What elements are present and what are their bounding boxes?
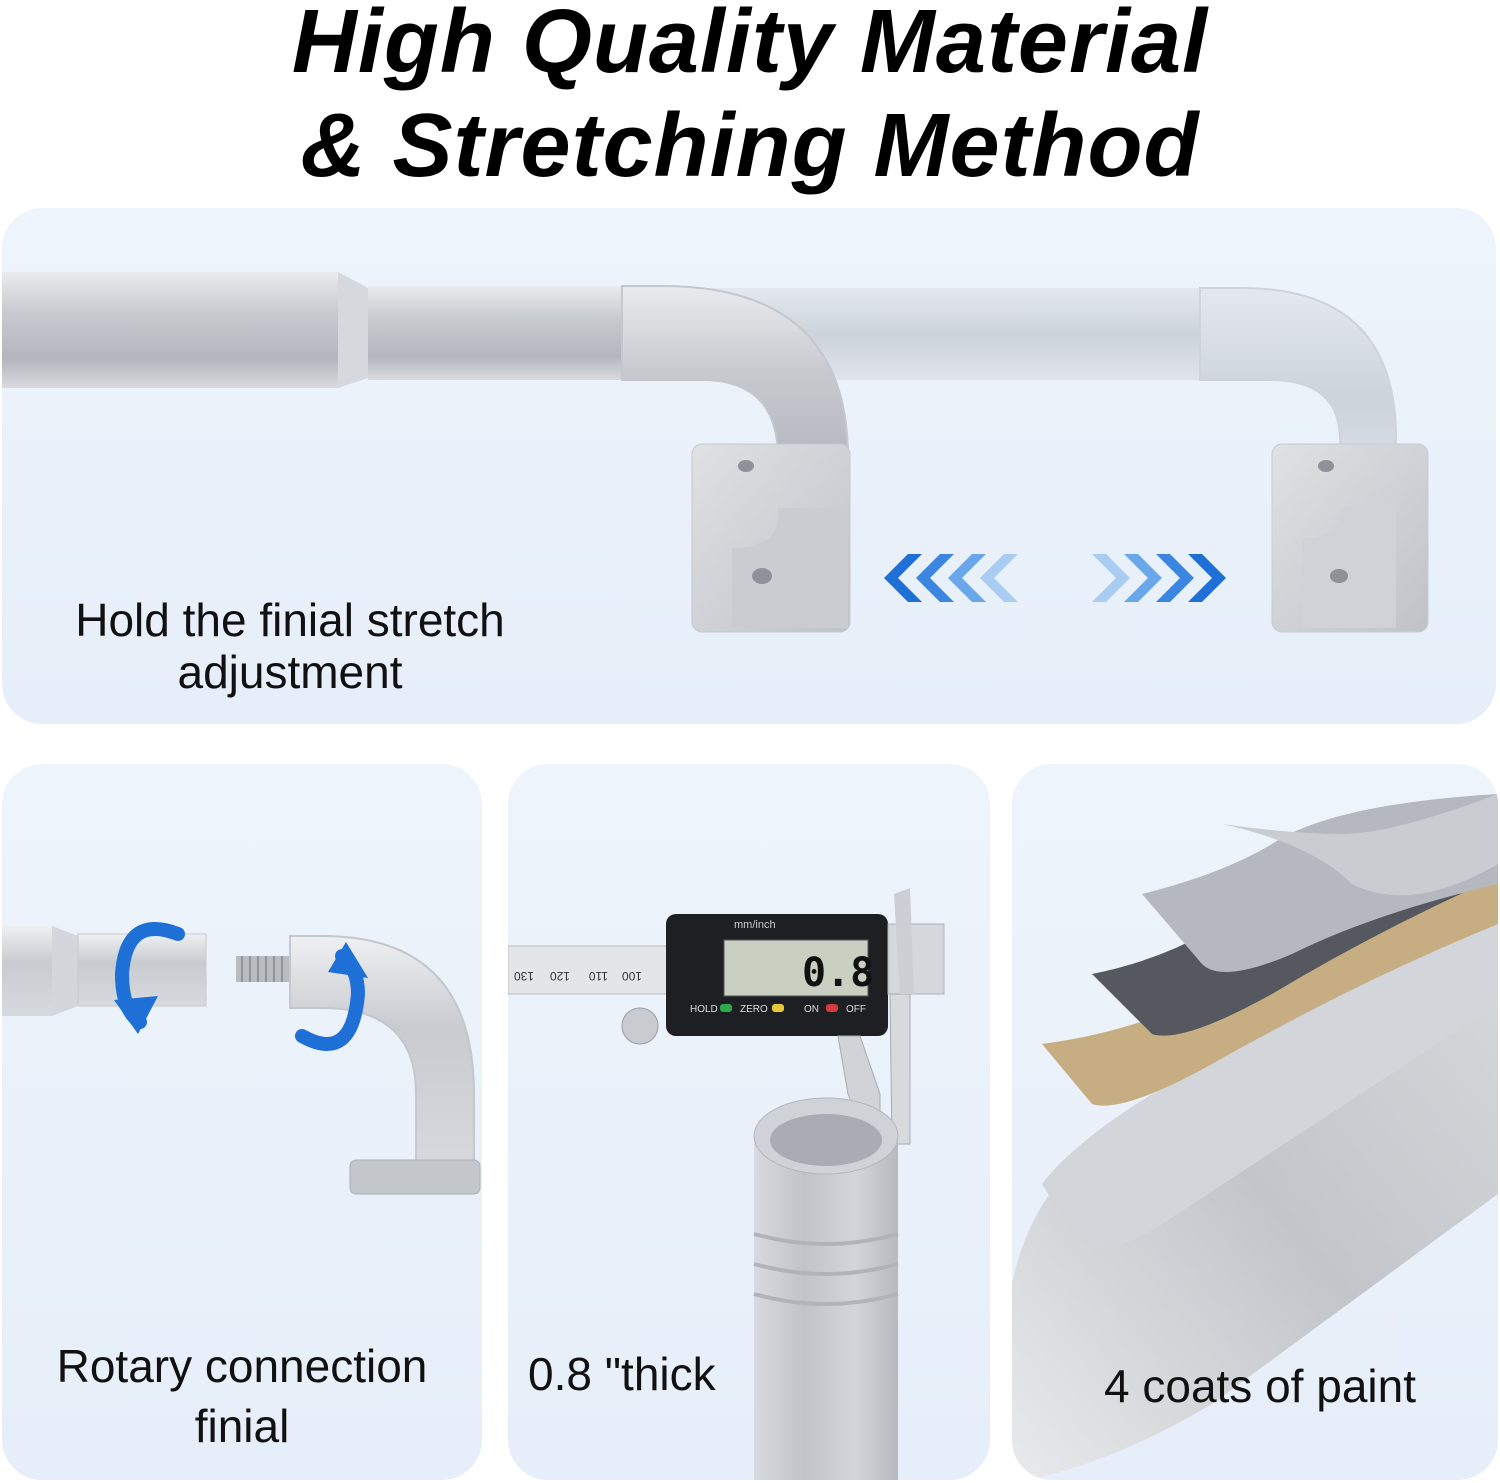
- caliper-scale: 130 120 110 100: [514, 969, 642, 983]
- right-finial: [1199, 287, 1429, 633]
- coating-caption: 4 coats of paint: [1104, 1360, 1416, 1412]
- stretch-adjustment-panel: Hold the finial stretch adjustment: [2, 208, 1496, 724]
- scale-number: 130: [514, 969, 534, 983]
- stretch-caption-line-2: adjustment: [177, 646, 403, 698]
- stretch-rod-illustration: [2, 272, 1429, 633]
- thread-screw: [236, 956, 290, 982]
- main-rod: [2, 272, 630, 388]
- stretch-caption: Hold the finial stretch adjustment: [2, 594, 578, 698]
- extend-arrows-icon: [1092, 554, 1226, 602]
- page-title-line-2: & Stretching Method: [300, 96, 1200, 196]
- paint-layer-top: [1222, 794, 1498, 896]
- rotary-caption-line-2: finial: [194, 1400, 290, 1452]
- paint-layers-illustration: [1012, 794, 1498, 1480]
- rotary-finial-illustration: [2, 922, 481, 1195]
- caliper-unit-label: mm/inch: [734, 919, 776, 931]
- rotary-caption: Rotary connection finial: [2, 1336, 482, 1456]
- rotary-caption-line-1: Rotary connection: [56, 1340, 428, 1392]
- rotate-counterclockwise-icon: [114, 922, 185, 1034]
- rotate-clockwise-icon: [295, 942, 368, 1051]
- caliper-illustration: 130 120 110 100 mm/inch 0.8 HOLD ZERO ON…: [508, 888, 945, 1480]
- page-title-line-1: High Quality Material: [291, 0, 1209, 92]
- scale-number: 120: [550, 969, 570, 983]
- stretch-caption-line-1: Hold the finial stretch: [75, 594, 505, 646]
- rotary-connection-panel: Rotary connection finial: [2, 764, 482, 1480]
- coating-panel: 4 coats of paint: [1012, 764, 1498, 1480]
- caliper-reading: 0.8: [802, 950, 874, 996]
- thickness-caption: 0.8 "thick: [528, 1348, 716, 1400]
- hold-button-label: HOLD: [690, 1004, 718, 1015]
- scale-number: 100: [622, 969, 642, 983]
- off-button-label: OFF: [846, 1004, 866, 1015]
- rod-tube: [753, 1097, 899, 1480]
- zero-button-label: ZERO: [740, 1004, 768, 1015]
- thickness-panel: 130 120 110 100 mm/inch 0.8 HOLD ZERO ON…: [508, 764, 990, 1480]
- on-button-label: ON: [804, 1004, 819, 1015]
- retract-arrows-icon: [884, 554, 1018, 602]
- caliper-buttons: HOLD ZERO ON OFF: [690, 1004, 866, 1015]
- scale-number: 110: [589, 969, 608, 983]
- left-finial: [621, 285, 851, 633]
